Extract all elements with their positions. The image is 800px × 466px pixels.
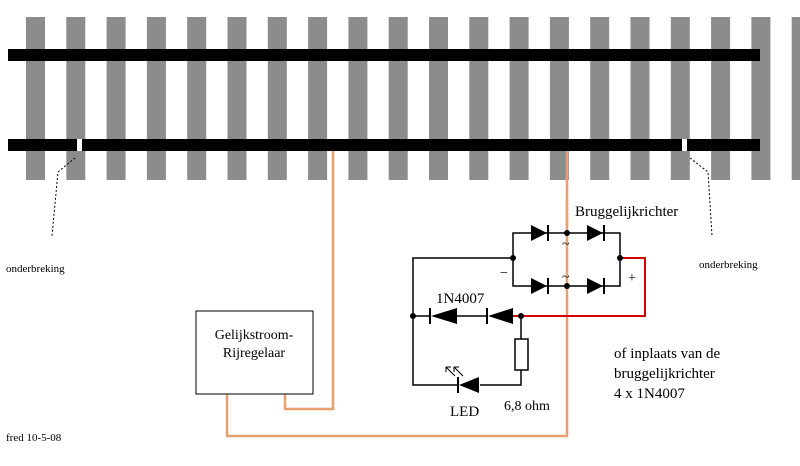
sleeper (469, 17, 489, 180)
ac-terminal-bottom-label: ~ (562, 270, 570, 285)
minus-terminal-label: − (500, 266, 508, 281)
top-rail (8, 49, 760, 61)
sleeper (227, 17, 247, 180)
orange-wiring (225, 151, 569, 438)
bridge-diode-top-right (587, 225, 605, 241)
positive-wire (513, 257, 646, 317)
bottom-rail (8, 139, 760, 151)
led-label: LED (450, 404, 479, 420)
led-symbol (445, 366, 479, 393)
diode-1n4007-left (429, 308, 457, 324)
controller-label-line2: Rijregelaar (223, 346, 286, 361)
resistor (514, 338, 529, 371)
sleeper (308, 17, 328, 180)
sleeper (348, 17, 368, 180)
sleeper (106, 17, 126, 180)
sleeper (187, 17, 207, 180)
controller-box (195, 310, 314, 395)
sleeper (791, 17, 800, 180)
rail-break-left (77, 139, 82, 151)
sleeper (630, 17, 650, 180)
plus-terminal-label: + (628, 271, 636, 286)
bridge-diode-top-left (531, 225, 549, 241)
bridge-rectifier-label: Bruggelijkrichter (575, 204, 678, 220)
ac-terminal-top-label: ~ (562, 237, 570, 252)
sleeper (146, 17, 166, 180)
sleeper (267, 17, 287, 180)
note-line1: of inplaats van de (614, 346, 721, 362)
sleeper (751, 17, 771, 180)
sleeper (509, 17, 529, 180)
bridge-diode-bottom-left (531, 278, 549, 294)
author-date-label: fred 10-5-08 (6, 432, 62, 444)
sleeper (388, 17, 408, 180)
diode-1n4007-right (486, 308, 513, 324)
diode-type-label: 1N4007 (436, 291, 485, 307)
sleepers (26, 17, 800, 180)
note-line2: bruggelijkrichter (614, 366, 715, 382)
break-right-label: onderbreking (699, 259, 758, 271)
sleeper (26, 17, 45, 180)
junction-dots (410, 230, 623, 319)
break-left-label: onderbreking (6, 263, 65, 275)
break-left-pointer (51, 157, 76, 237)
note-line3: 4 x 1N4007 (614, 386, 685, 402)
break-right-pointer (689, 157, 713, 237)
sleeper (429, 17, 448, 180)
resistor-value-label: 6,8 ohm (504, 399, 550, 414)
bridge-diode-bottom-right (587, 278, 605, 294)
sleeper (711, 17, 731, 180)
rail-break-right (682, 139, 687, 151)
sleeper (670, 17, 690, 180)
controller-label-line1: Gelijkstroom- (215, 328, 294, 343)
sleeper (590, 17, 610, 180)
sleeper (66, 17, 86, 180)
